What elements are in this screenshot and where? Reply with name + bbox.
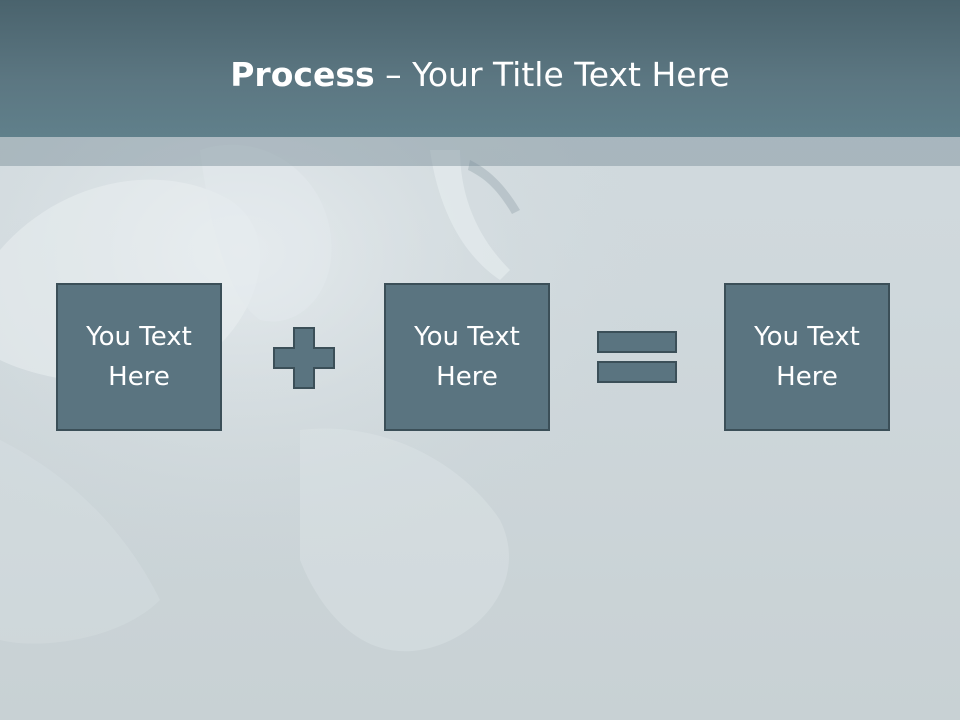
- slide-title-rest: – Your Title Text Here: [374, 55, 730, 94]
- slide-title: Process – Your Title Text Here: [0, 52, 960, 98]
- process-box-1: You Text Here: [56, 283, 222, 431]
- equals-icon: [597, 331, 677, 383]
- process-box-2: You Text Here: [384, 283, 550, 431]
- slide-title-bold: Process: [230, 55, 375, 94]
- process-box-3-line2: Here: [776, 362, 838, 392]
- title-bar: [0, 0, 960, 137]
- process-box-2-line2: Here: [436, 362, 498, 392]
- title-accent-strip: [0, 137, 960, 166]
- process-box-1-line2: Here: [108, 362, 170, 392]
- process-box-3: You Text Here: [724, 283, 890, 431]
- process-box-2-line1: You Text: [414, 322, 520, 352]
- process-box-1-line1: You Text: [86, 322, 192, 352]
- process-box-3-line1: You Text: [754, 322, 860, 352]
- plus-icon: [273, 327, 335, 389]
